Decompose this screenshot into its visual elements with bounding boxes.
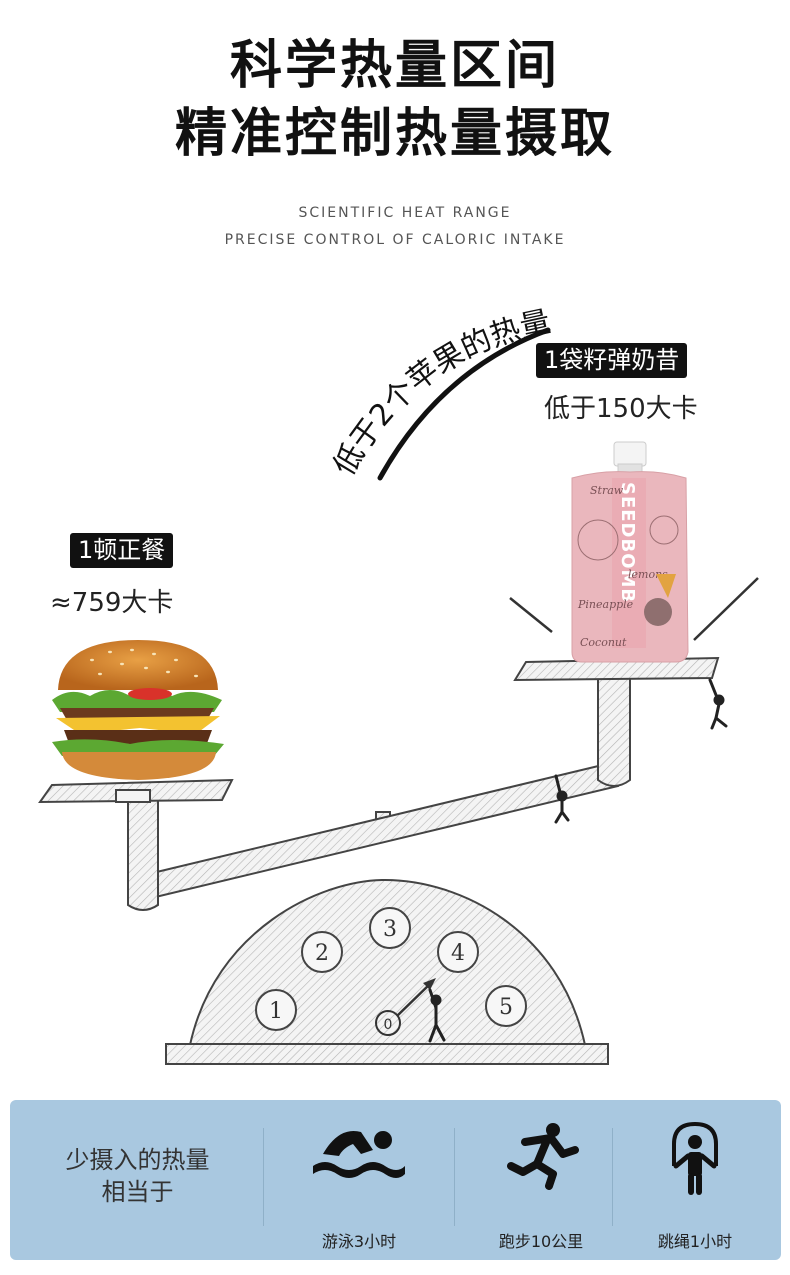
activity-running: 跑步10公里 xyxy=(466,1120,616,1251)
dial-number-5: 5 xyxy=(485,985,527,1027)
dial-group: 1 2 3 4 5 xyxy=(255,907,527,1031)
activity-jump-rope: 跳绳1小时 xyxy=(620,1120,770,1251)
figure-hanging-right xyxy=(708,678,728,730)
svg-text:2: 2 xyxy=(315,941,329,966)
left-post xyxy=(127,794,159,911)
divider-3 xyxy=(612,1128,613,1226)
right-tag: 1袋籽弹奶昔 xyxy=(536,343,688,378)
balance-scale-illustration: 低于2个苹果的热量 1 2 3 4 5 0 xyxy=(38,305,759,1065)
burger-image xyxy=(52,640,224,780)
divider-1 xyxy=(263,1128,264,1226)
divider-2 xyxy=(454,1128,455,1226)
dial-number-4: 4 xyxy=(437,931,479,973)
activity-label-swimming: 游泳3小时 xyxy=(321,1232,397,1251)
figure-on-beam xyxy=(554,774,570,824)
right-calories: 低于150大卡 xyxy=(544,394,698,424)
left-tag: 1顿正餐 xyxy=(70,533,174,568)
svg-text:1: 1 xyxy=(269,999,283,1024)
dial-number-1: 1 xyxy=(255,989,297,1031)
scale-base-plank xyxy=(165,1043,609,1065)
subtitle-line-2: PRECISE CONTROL OF CALORIC INTAKE xyxy=(224,232,566,248)
activity-label-jump-rope: 跳绳1小时 xyxy=(657,1232,733,1251)
arc-swoosh xyxy=(377,327,551,481)
pointer-digit: 0 xyxy=(384,1017,393,1033)
product-word: Coconut xyxy=(580,636,627,649)
emphasis-line-right xyxy=(693,577,759,641)
arc-caption-text: 低于2个苹果的热量 xyxy=(327,305,554,482)
product-brand-text: SEEDBOMB xyxy=(617,482,638,603)
panel-label: 少摄入的热量 相当于 xyxy=(10,1144,265,1209)
title-line-1: 科学热量区间 xyxy=(229,36,560,96)
panel-label-line-2: 相当于 xyxy=(101,1178,174,1207)
calorie-equivalence-panel: 少摄入的热量 相当于 游泳3小时 跑步10公里 跳绳 xyxy=(10,1100,781,1260)
title-line-2: 精准控制热量摄取 xyxy=(174,104,615,164)
svg-text:3: 3 xyxy=(383,917,397,942)
dial-pointer: 0 xyxy=(375,978,436,1036)
swimming-icon xyxy=(313,1130,405,1178)
left-calories: ≈759大卡 xyxy=(50,588,174,618)
running-icon xyxy=(507,1123,579,1190)
svg-text:5: 5 xyxy=(499,995,513,1020)
product-word: Pineapple xyxy=(577,598,634,611)
svg-text:4: 4 xyxy=(451,941,465,966)
arc-caption: 低于2个苹果的热量 xyxy=(327,305,554,482)
figure-at-pointer xyxy=(428,988,446,1043)
product-word: Straw xyxy=(590,484,624,497)
dial-number-2: 2 xyxy=(301,931,343,973)
activity-label-running: 跑步10公里 xyxy=(498,1232,584,1251)
panel-label-line-1: 少摄入的热量 xyxy=(65,1146,210,1174)
emphasis-line-left xyxy=(509,597,553,633)
subtitle-line-1: SCIENTIFIC HEAT RANGE xyxy=(298,205,512,221)
dial-number-3: 3 xyxy=(369,907,411,949)
jump-rope-icon xyxy=(672,1121,718,1195)
right-post xyxy=(597,669,631,787)
activity-swimming: 游泳3小时 xyxy=(284,1120,434,1251)
